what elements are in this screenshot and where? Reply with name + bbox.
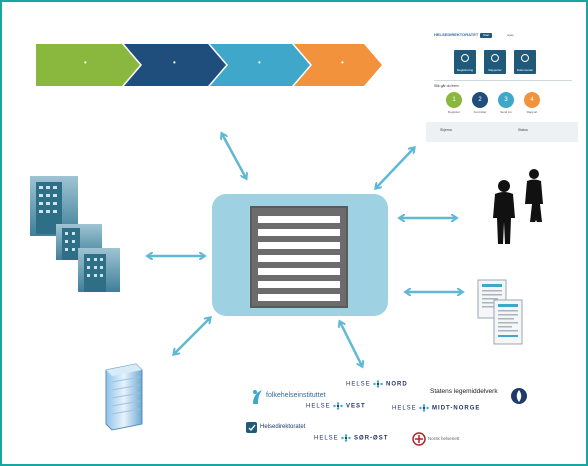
arrow-top-left [222, 134, 246, 178]
app-logo: HELSEDIREKTORATET [434, 32, 479, 37]
logo-helse-midt-norge: HELSE MIDT-NORGE [392, 404, 480, 412]
helse-prefix: HELSE [306, 403, 331, 410]
helse-region: VEST [346, 403, 366, 410]
app-tile-1: Registrering [454, 50, 476, 74]
helse-cross-icon [419, 404, 430, 412]
chevron-label-4: • [341, 58, 344, 67]
chevron-label-3: • [258, 58, 261, 67]
helse-region: NORD [386, 381, 408, 388]
person-man [493, 180, 515, 244]
logo-fhi: folkehelseinstituttet [266, 392, 326, 399]
app-subtitle: Slik går du frem [434, 84, 459, 88]
app-step-3: 3 [498, 92, 514, 108]
app-tile-label: Dokumenter [516, 68, 534, 72]
chevron-step-1 [36, 44, 140, 86]
helse-prefix: HELSE [346, 381, 371, 388]
app-topbar: HELSEDIREKTORATET Start Hjelp [434, 32, 572, 40]
helse-prefix: HELSE [392, 405, 417, 412]
arrow-bottom [340, 322, 362, 366]
app-nav-active: Start [480, 33, 493, 38]
helsedirektoratet-logo-icon [246, 422, 257, 433]
helse-cross-icon [373, 380, 384, 388]
helse-cross-icon [333, 402, 344, 410]
document-line [258, 216, 340, 223]
app-footer-left: Skjema [440, 128, 452, 132]
people-silhouettes-icon [493, 169, 543, 244]
chevron-label-1: • [84, 58, 87, 67]
document-line [258, 229, 340, 236]
app-step-1: 1 [446, 92, 462, 108]
tile-icon [461, 54, 469, 62]
fhi-logo-icon [253, 390, 262, 404]
logo-helsedirektoratet: Helsedirektoratet [260, 424, 306, 430]
app-step-4: 4 [524, 92, 540, 108]
app-nav-other: Hjelp [507, 33, 514, 37]
tile-icon [491, 54, 499, 62]
helse-region: SØR-ØST [354, 435, 389, 442]
reports-icon [477, 279, 523, 345]
app-preview: HELSEDIREKTORATET Start Hjelp Registreri… [426, 26, 578, 142]
legemiddelverk-emblem-icon [511, 388, 527, 404]
chevron-shapes [36, 44, 382, 86]
arrow-bottom-left [174, 318, 210, 354]
report-page-front [493, 299, 523, 345]
app-step-label: Kontroller [473, 110, 487, 114]
helse-cross-icon [341, 434, 352, 442]
app-step-2: 2 [472, 92, 488, 108]
app-footer-right: Status [518, 128, 528, 132]
app-divider [434, 80, 572, 81]
app-step-label: Registrer [447, 110, 461, 114]
app-tile-2: Rapporter [484, 50, 506, 74]
tile-icon [521, 54, 529, 62]
database-server-icon [105, 363, 143, 431]
document-line [258, 255, 340, 262]
arrow-top-right [376, 148, 414, 188]
logo-helse-sor-ost: HELSE SØR-ØST [314, 434, 388, 442]
app-footer [426, 122, 578, 142]
chevron-step-3 [210, 44, 310, 86]
logo-legemiddelverk: Statens legemiddelverk [430, 388, 498, 395]
chevron-label-2: • [173, 58, 176, 67]
person-woman [525, 169, 543, 222]
central-document-icon [250, 206, 348, 308]
helse-region: MIDT-NORGE [432, 405, 481, 412]
logo-helse-nord: HELSE NORD [346, 380, 408, 388]
norsk-helsenett-logo-icon [412, 432, 426, 446]
process-chevrons: • • • • [36, 44, 382, 86]
logo-helse-vest: HELSE VEST [306, 402, 366, 410]
chevron-step-2 [124, 44, 226, 86]
helse-prefix: HELSE [314, 435, 339, 442]
app-tile-3: Dokumenter [514, 50, 536, 74]
building-photos-image [30, 176, 120, 292]
document-line [258, 294, 340, 301]
app-step-label: Rapport [526, 110, 538, 114]
app-tile-label: Rapporter [488, 68, 502, 72]
app-tile-label: Registrering [456, 68, 474, 72]
chevron-step-4 [294, 44, 382, 86]
logo-norsk-helsenett: Norsk helsenett [428, 436, 460, 441]
photo-3 [78, 248, 120, 292]
document-line [258, 268, 340, 275]
document-line [258, 281, 340, 288]
app-step-label: Send inn [500, 110, 512, 114]
document-line [258, 242, 340, 249]
